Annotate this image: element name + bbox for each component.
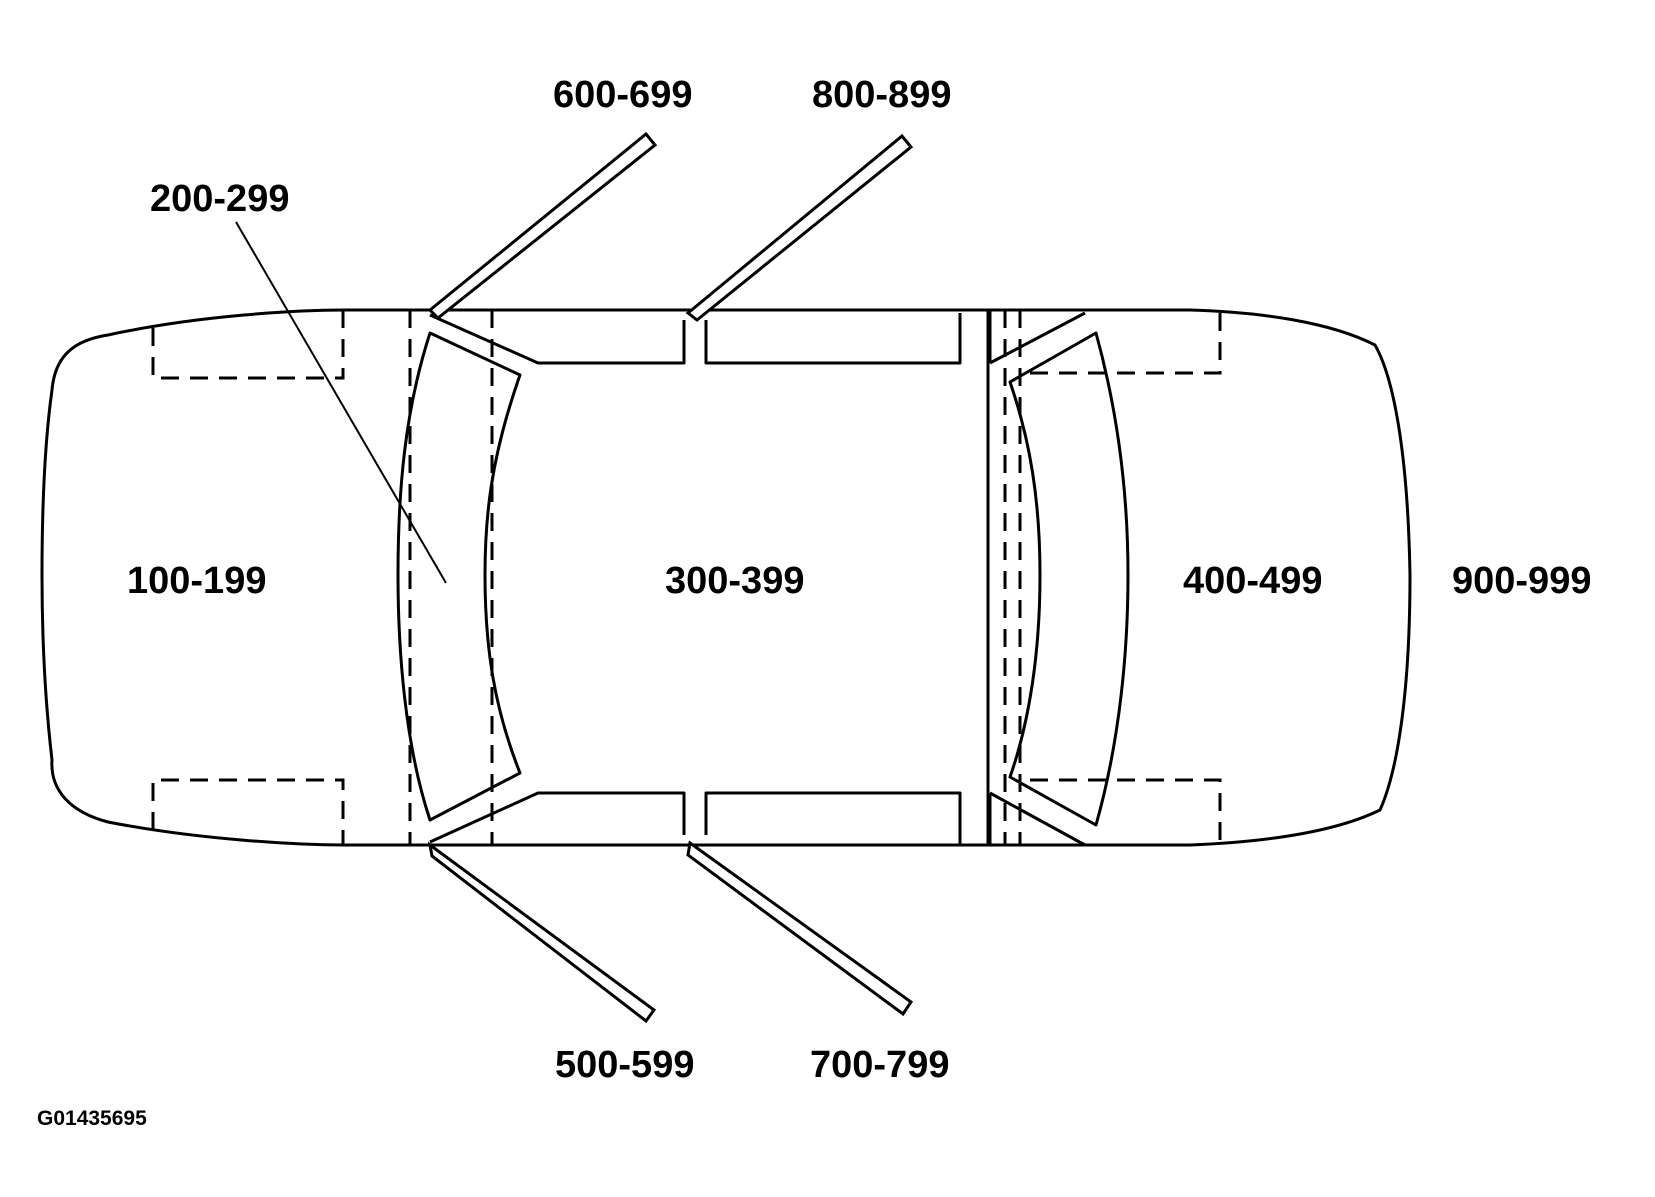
rear-right-dashed-box bbox=[1030, 778, 1222, 845]
zone-label-left-rear-door: 800-899 bbox=[812, 74, 951, 116]
left-front-door bbox=[427, 131, 658, 321]
roof-left-rear-panel bbox=[704, 313, 962, 365]
zone-label-rear-compartment: 400-499 bbox=[1183, 560, 1322, 602]
rear-left-dashed-box bbox=[1030, 313, 1222, 375]
roof-right-rear-panel bbox=[704, 791, 962, 845]
rear-window bbox=[1008, 331, 1130, 827]
zone-label-front: 100-199 bbox=[127, 560, 266, 602]
zone-label-right-front-door: 500-599 bbox=[555, 1044, 694, 1086]
rear-window-bottom-trim bbox=[988, 791, 1086, 847]
right-rear-door bbox=[686, 840, 914, 1017]
rear-window-top-trim bbox=[988, 310, 1086, 365]
car-body-outline bbox=[40, 308, 1412, 847]
zone-label-left-front-door: 600-699 bbox=[553, 74, 692, 116]
roof-right-edge bbox=[429, 791, 686, 844]
windshield bbox=[396, 331, 522, 822]
right-front-door bbox=[427, 841, 657, 1024]
zone-label-rear: 900-999 bbox=[1452, 560, 1591, 602]
windshield-leader-line bbox=[235, 221, 447, 584]
front-left-dashed-box bbox=[151, 310, 345, 380]
zone-label-windshield: 200-299 bbox=[150, 178, 289, 220]
zone-label-passenger-compartment: 300-399 bbox=[665, 560, 804, 602]
front-right-dashed-box bbox=[151, 778, 345, 845]
zone-label-right-rear-door: 700-799 bbox=[810, 1044, 949, 1086]
left-rear-door bbox=[685, 133, 914, 322]
figure-id: G01435695 bbox=[37, 1107, 147, 1130]
roof-left-edge bbox=[429, 313, 686, 365]
